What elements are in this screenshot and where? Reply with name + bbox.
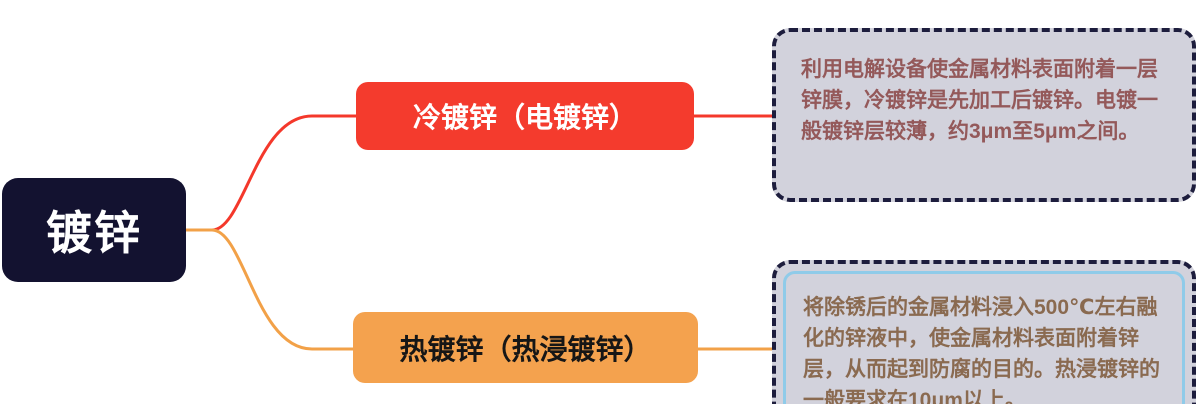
branch-line-hot <box>211 228 355 351</box>
branch-node-hot-galvanizing[interactable]: 热镀锌（热浸镀锌） <box>353 312 698 383</box>
branch-hot-label: 热镀锌（热浸镀锌） <box>399 333 652 365</box>
note-card-cold-galvanizing[interactable]: 利用电解设备使金属材料表面附着一层锌膜，冷镀锌是先加工后镀锌。电镀一般镀锌层较薄… <box>772 28 1196 202</box>
root-node-label: 镀锌 <box>46 207 142 259</box>
note-hot-text: 将除锈后的金属材料浸入500℃左右融化的锌液中，使金属材料表面附着锌层，从而起到… <box>803 296 1160 404</box>
note-card-hot-galvanizing[interactable]: 将除锈后的金属材料浸入500℃左右融化的锌液中，使金属材料表面附着锌层，从而起到… <box>772 260 1196 404</box>
branch-node-cold-galvanizing[interactable]: 冷镀锌（电镀锌） <box>356 82 694 150</box>
branch-line-cold <box>211 114 358 232</box>
root-node-galvanizing[interactable]: 镀锌 <box>2 178 186 282</box>
note-hot-inner-frame: 将除锈后的金属材料浸入500℃左右融化的锌液中，使金属材料表面附着锌层，从而起到… <box>783 271 1185 404</box>
note-cold-text: 利用电解设备使金属材料表面附着一层锌膜，冷镀锌是先加工后镀锌。电镀一般镀锌层较薄… <box>801 58 1158 143</box>
branch-cold-label: 冷镀锌（电镀锌） <box>412 102 637 133</box>
